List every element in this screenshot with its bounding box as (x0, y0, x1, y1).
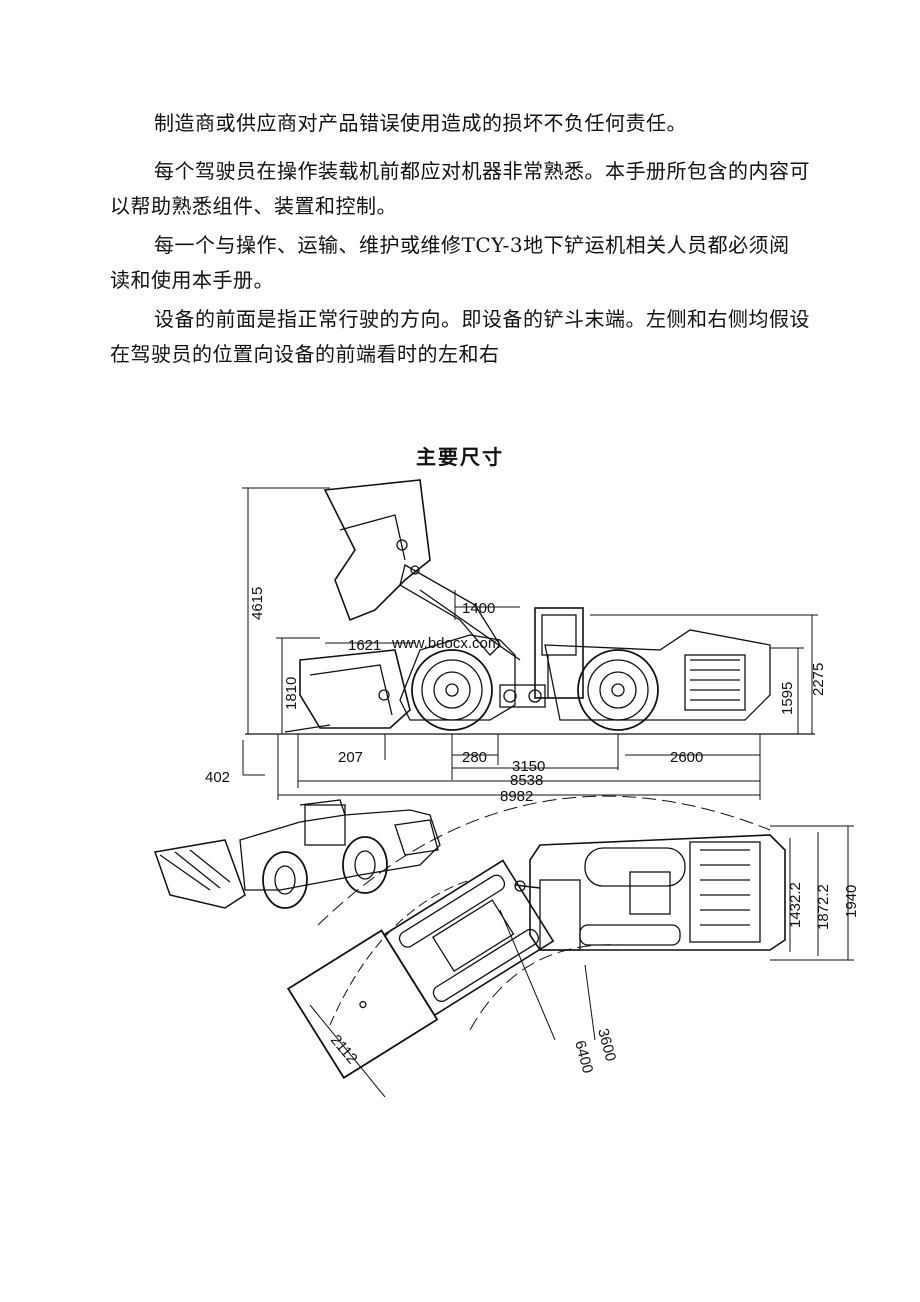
dim-width-1: 1432.2 (787, 882, 804, 928)
dim-bucket-width: 2112 (327, 1032, 361, 1068)
dim-ground-clearance: 402 (205, 769, 230, 786)
dim-width-3: 1940 (843, 885, 860, 918)
dim-rear-overhang: 2600 (670, 749, 703, 766)
dim-dump-reach: 1400 (462, 600, 495, 617)
dim-wheelbase: 3150 (512, 758, 545, 775)
dim-dig-depth: 207 (338, 749, 363, 766)
dim-bucket-height: 1810 (283, 677, 300, 710)
dim-rear-height: 1595 (779, 682, 796, 715)
figure-title: 主要尺寸 (416, 445, 504, 469)
watermark-text: www.bdocx.com (391, 635, 500, 652)
dim-bucket-reach: 1621 (348, 637, 381, 654)
dim-max-height: 4615 (249, 587, 266, 620)
top-view-turning (286, 795, 854, 1098)
paragraph-reading-requirement: 每一个与操作、运输、维护或维修TCY-3地下铲运机相关人员都必须阅读和使用本手册… (110, 233, 790, 292)
dim-length-total: 8982 (500, 788, 533, 805)
dim-outer-radius: 6400 (571, 1039, 596, 1076)
dimension-drawing: www.bdocx.com 4615 1810 1621 1400 2275 1… (154, 479, 860, 1098)
dim-axle-offset: 280 (462, 749, 487, 766)
paragraph-disclaimer: 制造商或供应商对产品错误使用造成的损坏不负任何责任。 (154, 111, 687, 135)
paragraph-familiarity: 每个驾驶员在操作装载机前都应对机器非常熟悉。本手册所包含的内容可以帮助熟悉组件、… (110, 159, 810, 218)
dim-length-body: 8538 (510, 772, 543, 789)
paragraph-orientation: 设备的前面是指正常行驶的方向。即设备的铲斗末端。左侧和右侧均假设在驾驶员的位置向… (110, 307, 810, 366)
dim-inner-radius: 3600 (594, 1027, 619, 1064)
side-view-loader (284, 479, 771, 733)
dim-width-2: 1872.2 (815, 884, 832, 930)
dim-cab-height: 2275 (810, 663, 827, 696)
perspective-view-loader (154, 799, 441, 909)
